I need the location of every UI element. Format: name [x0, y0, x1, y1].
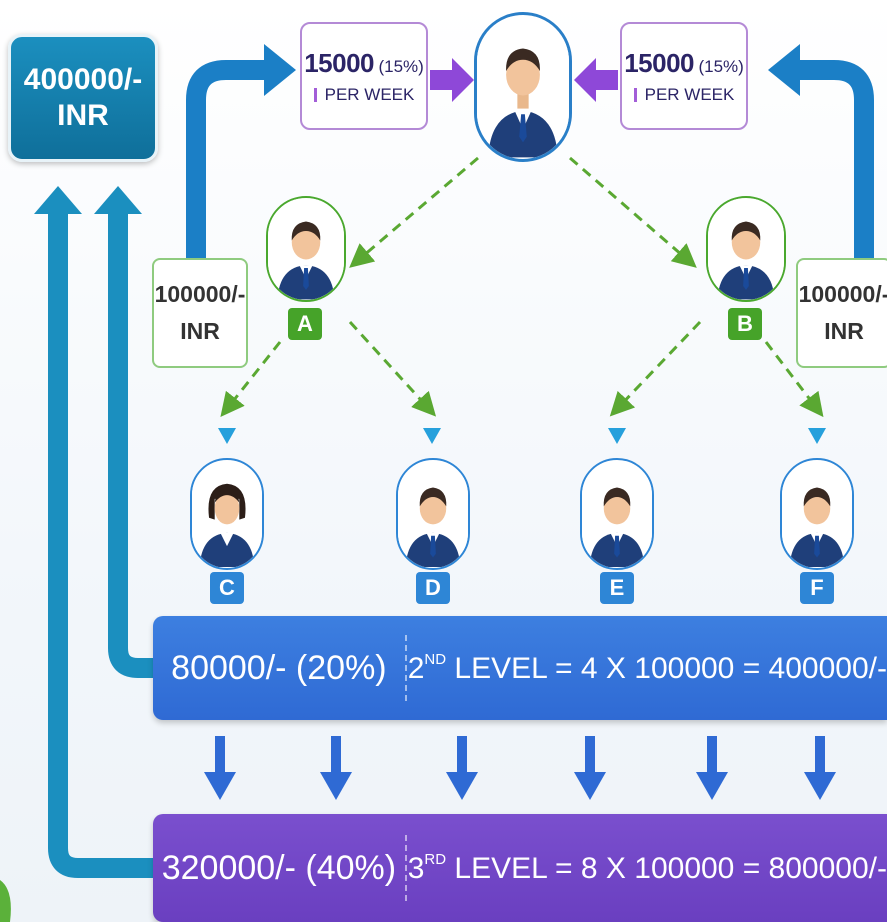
- weekly-right-period: PER WEEK: [622, 85, 746, 105]
- weekly-payout-right: 15000 (15%) PER WEEK: [620, 22, 748, 130]
- weekly-payout-left: 15000 (15%) PER WEEK: [300, 22, 428, 130]
- member-a-icon: [266, 196, 346, 302]
- level3-formula-line: 3RD LEVEL = 8 X 100000 = 800000/-: [408, 851, 887, 886]
- member-b-badge: B: [728, 308, 762, 340]
- member-f-badge: F: [800, 572, 834, 604]
- investment-right-amount: 100000/-: [798, 281, 887, 308]
- member-d-badge: D: [416, 572, 450, 604]
- member-d-icon: [396, 458, 470, 570]
- level2-formula: LEVEL = 4 X 100000 = 400000/-: [454, 651, 887, 685]
- investment-left-amount: 100000/-: [154, 281, 246, 308]
- member-e-icon: [580, 458, 654, 570]
- arrow-weekly-right-to-top: [574, 58, 618, 102]
- businesswoman-icon: [190, 458, 264, 570]
- return-arrow-level3: [34, 186, 158, 878]
- member-e-badge: E: [600, 572, 634, 604]
- level3-formula: LEVEL = 8 X 100000 = 800000/-: [454, 851, 887, 885]
- weekly-left-percent: (15%): [378, 56, 424, 76]
- level2-summary-bar: 80000/- (20%) 2ND LEVEL = 4 X 100000 = 4…: [153, 616, 887, 720]
- level2-formula-line: 2ND LEVEL = 4 X 100000 = 400000/-: [408, 651, 887, 686]
- level3-divider: [404, 835, 408, 901]
- member-f-icon: [780, 458, 854, 570]
- investment-right-currency: INR: [824, 318, 864, 344]
- weekly-right-amount: 15000: [624, 47, 694, 78]
- weekly-left-amount: 15000: [304, 47, 374, 78]
- arrow-right-to-weekly: [768, 44, 874, 258]
- member-a-badge: A: [288, 308, 322, 340]
- level3-ordinal-suffix: RD: [424, 850, 447, 868]
- pointer-triangles: [218, 428, 826, 444]
- total-income-box: 400000/- INR: [8, 34, 158, 162]
- total-income-amount: 400000/-: [23, 63, 143, 96]
- total-income-currency: INR: [57, 99, 109, 132]
- arrow-weekly-left-to-top: [430, 58, 474, 102]
- businessman-icon: [474, 12, 572, 162]
- level3-commission: 320000/- (40%): [161, 848, 397, 887]
- level2-commission: 80000/- (20%): [171, 648, 387, 687]
- level2-divider: [404, 635, 408, 701]
- level3-summary-bar: 320000/- (40%) 3RD LEVEL = 8 X 100000 = …: [153, 814, 887, 922]
- member-c-badge: C: [210, 572, 244, 604]
- level3-ordinal: 3: [407, 851, 425, 885]
- investment-box-right: 100000/- INR: [796, 258, 887, 368]
- level2-ordinal: 2: [407, 651, 425, 685]
- weekly-right-percent: (15%): [698, 56, 744, 76]
- down-arrows: [204, 736, 836, 800]
- investment-box-left: 100000/- INR: [152, 258, 248, 368]
- dashed-connectors: [220, 156, 824, 418]
- investment-left-currency: INR: [180, 318, 220, 344]
- level2-ordinal-suffix: ND: [424, 650, 447, 668]
- arrow-left-to-weekly: [186, 44, 296, 258]
- return-arrow-level2: [94, 186, 158, 678]
- leaf-decoration: [0, 880, 11, 922]
- weekly-left-period: PER WEEK: [302, 85, 426, 105]
- member-b-icon: [706, 196, 786, 302]
